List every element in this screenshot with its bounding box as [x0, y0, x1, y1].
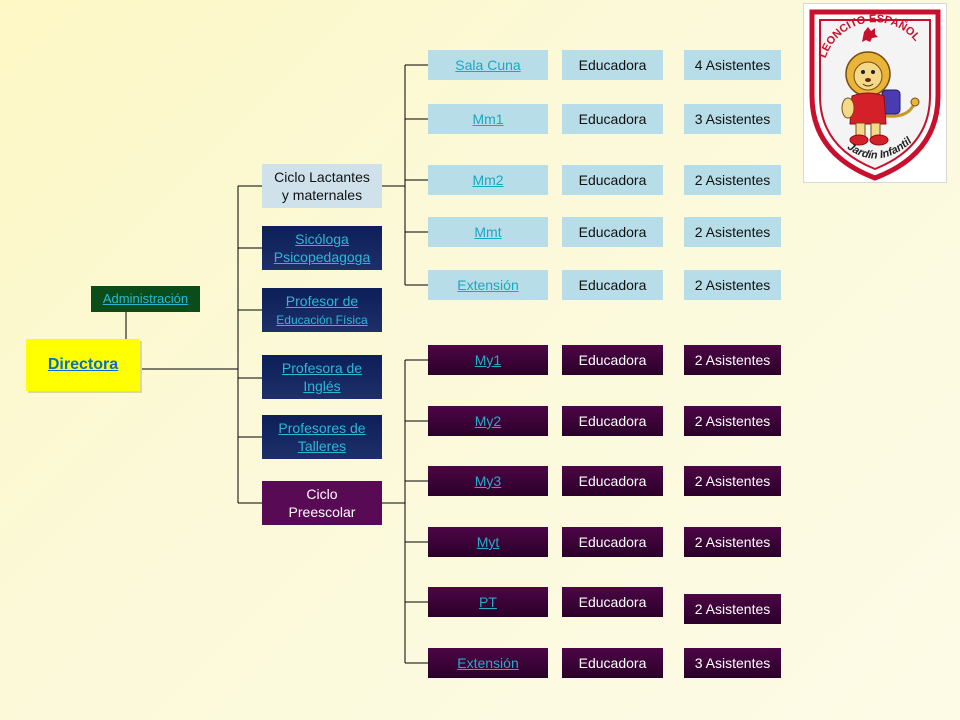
- asistentes-box: 2 Asistentes: [684, 594, 781, 624]
- asistentes-box: 3 Asistentes: [684, 648, 781, 678]
- staff-label-line2[interactable]: Talleres: [297, 438, 347, 454]
- group-box[interactable]: Extensión: [428, 270, 548, 300]
- asistentes-label: 2 Asistentes: [694, 413, 771, 429]
- educadora-box: Educadora: [562, 648, 663, 678]
- educadora-label: Educadora: [578, 534, 647, 550]
- group-link[interactable]: Extensión: [457, 277, 519, 293]
- educadora-label: Educadora: [578, 224, 647, 240]
- group-link[interactable]: Mm1: [472, 111, 504, 127]
- educadora-label: Educadora: [578, 473, 647, 489]
- group-box[interactable]: PT: [428, 587, 548, 617]
- educadora-box: Educadora: [562, 165, 663, 195]
- lion-crest-icon: LEONCITO ESPAÑOL Jardín Infantil: [809, 9, 941, 181]
- staff-label-line1[interactable]: Profesor de: [285, 292, 359, 309]
- group-link[interactable]: Sala Cuna: [455, 57, 521, 73]
- asistentes-label: 2 Asistentes: [694, 473, 771, 489]
- educadora-label: Educadora: [578, 352, 647, 368]
- directora-box[interactable]: Directora: [26, 339, 140, 391]
- group-box[interactable]: Mmt: [428, 217, 548, 247]
- admin-link[interactable]: Administración: [102, 291, 189, 306]
- staff-ingles[interactable]: Profesora de Inglés: [262, 355, 382, 399]
- asistentes-label: 4 Asistentes: [694, 57, 771, 73]
- staff-talleres[interactable]: Profesores de Talleres: [262, 415, 382, 459]
- staff-label-line1[interactable]: Profesora de: [281, 360, 363, 376]
- educadora-box: Educadora: [562, 587, 663, 617]
- asistentes-label: 2 Asistentes: [694, 534, 771, 550]
- asistentes-box: 2 Asistentes: [684, 406, 781, 436]
- asistentes-label: 3 Asistentes: [694, 111, 771, 127]
- educadora-box: Educadora: [562, 527, 663, 557]
- staff-label-line2[interactable]: Psicopedagoga: [273, 249, 371, 265]
- group-link[interactable]: My3: [474, 473, 502, 489]
- educadora-label: Educadora: [578, 413, 647, 429]
- group-link[interactable]: My2: [474, 413, 502, 429]
- asistentes-box: 2 Asistentes: [684, 527, 781, 557]
- educadora-label: Educadora: [578, 277, 647, 293]
- group-box[interactable]: My3: [428, 466, 548, 496]
- asistentes-box: 4 Asistentes: [684, 50, 781, 80]
- asistentes-box: 2 Asistentes: [684, 345, 781, 375]
- educadora-label: Educadora: [578, 111, 647, 127]
- staff-label-line1[interactable]: Sicóloga: [295, 231, 349, 247]
- staff-label-line2: y maternales: [281, 187, 363, 203]
- asistentes-box: 2 Asistentes: [684, 270, 781, 300]
- group-link[interactable]: My1: [474, 352, 502, 368]
- asistentes-box: 2 Asistentes: [684, 165, 781, 195]
- educadora-label: Educadora: [578, 655, 647, 671]
- group-box[interactable]: My1: [428, 345, 548, 375]
- staff-label-line2: Preescolar: [288, 504, 356, 520]
- asistentes-label: 2 Asistentes: [694, 277, 771, 293]
- group-box[interactable]: Mm2: [428, 165, 548, 195]
- asistentes-label: 2 Asistentes: [694, 601, 771, 617]
- group-link[interactable]: Mmt: [474, 224, 502, 240]
- staff-label-line2[interactable]: Educación Física: [276, 312, 368, 327]
- school-logo: LEONCITO ESPAÑOL Jardín Infantil: [803, 3, 947, 183]
- asistentes-label: 2 Asistentes: [694, 224, 771, 240]
- group-box[interactable]: Myt: [428, 527, 548, 557]
- educadora-label: Educadora: [578, 172, 647, 188]
- educadora-box: Educadora: [562, 406, 663, 436]
- educadora-box: Educadora: [562, 270, 663, 300]
- group-box[interactable]: My2: [428, 406, 548, 436]
- group-link[interactable]: PT: [479, 594, 497, 610]
- admin-box[interactable]: Administración: [91, 286, 200, 312]
- educadora-box: Educadora: [562, 345, 663, 375]
- staff-label-line1: Ciclo: [306, 486, 338, 502]
- group-box[interactable]: Sala Cuna: [428, 50, 548, 80]
- staff-ciclo-lactantes: Ciclo Lactantes y maternales: [262, 164, 382, 208]
- asistentes-box: 2 Asistentes: [684, 466, 781, 496]
- asistentes-label: 2 Asistentes: [694, 352, 771, 368]
- staff-label-line1[interactable]: Profesores de: [278, 420, 366, 436]
- educadora-label: Educadora: [578, 57, 647, 73]
- educadora-box: Educadora: [562, 217, 663, 247]
- group-link[interactable]: Mm2: [472, 172, 504, 188]
- educadora-box: Educadora: [562, 466, 663, 496]
- asistentes-label: 2 Asistentes: [694, 172, 771, 188]
- asistentes-label: 3 Asistentes: [694, 655, 771, 671]
- group-box[interactable]: Extensión: [428, 648, 548, 678]
- group-link[interactable]: Myt: [476, 534, 500, 550]
- group-link[interactable]: Extensión: [457, 655, 519, 671]
- asistentes-box: 3 Asistentes: [684, 104, 781, 134]
- educadora-box: Educadora: [562, 50, 663, 80]
- educadora-box: Educadora: [562, 104, 663, 134]
- educadora-label: Educadora: [578, 594, 647, 610]
- group-box[interactable]: Mm1: [428, 104, 548, 134]
- directora-link[interactable]: Directora: [47, 356, 119, 373]
- asistentes-box: 2 Asistentes: [684, 217, 781, 247]
- staff-educacion-fisica[interactable]: Profesor de Educación Física: [262, 288, 382, 332]
- staff-label-line1: Ciclo Lactantes: [274, 169, 370, 185]
- staff-label-line2[interactable]: Inglés: [303, 378, 341, 394]
